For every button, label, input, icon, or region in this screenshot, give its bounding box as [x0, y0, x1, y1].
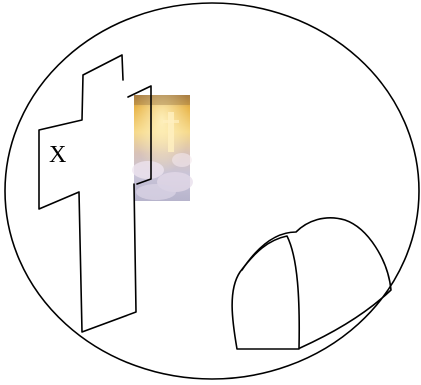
cross-mark-label: X [49, 142, 66, 168]
circle-outline [5, 3, 419, 379]
tomb-stone [242, 218, 391, 348]
tomb-outline [232, 236, 299, 349]
photo-thumbnail [132, 95, 193, 201]
